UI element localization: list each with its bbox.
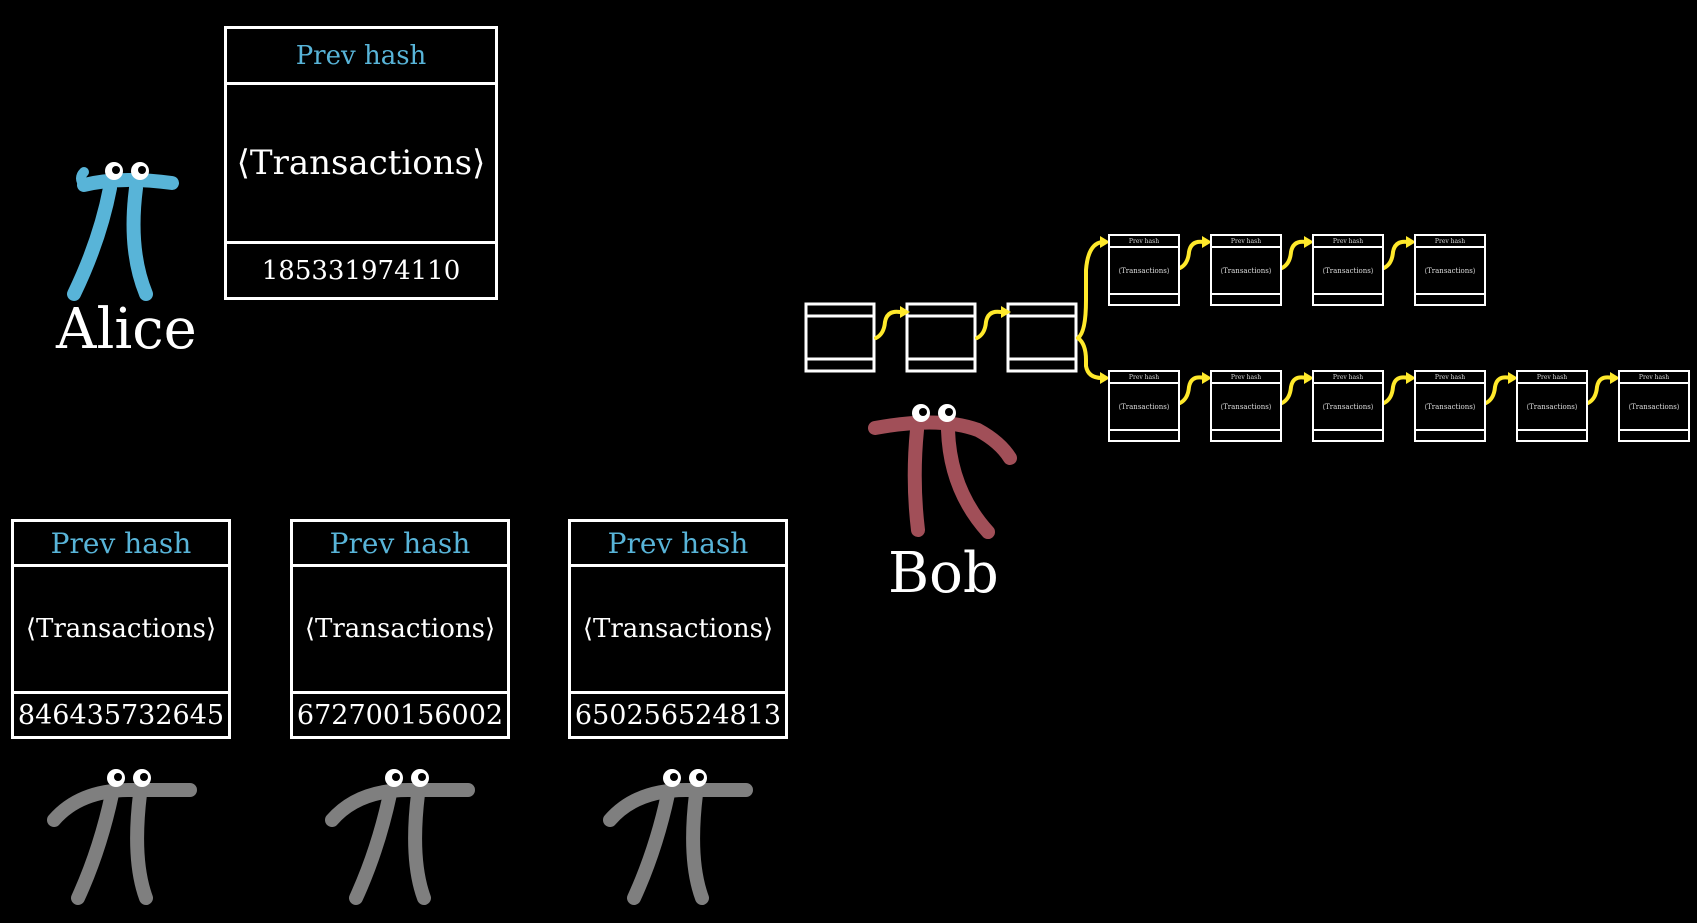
bottom-chain-block-3-prev: Prev hash bbox=[1314, 372, 1382, 384]
other-block-1-transactions: ⟨Transactions⟩ bbox=[25, 614, 217, 644]
top-chain-block-3-tx: ⟨Transactions⟩ bbox=[1322, 266, 1374, 275]
bottom-chain-block-2-hash bbox=[1212, 429, 1280, 440]
top-chain-block-1: Prev hash ⟨Transactions⟩ bbox=[1108, 234, 1180, 306]
top-chain-block-3-prev: Prev hash bbox=[1314, 236, 1382, 248]
top-chain-block-3-hash bbox=[1314, 293, 1382, 304]
top-chain-block-2-tx: ⟨Transactions⟩ bbox=[1220, 266, 1272, 275]
alice-block-transactions: ⟨Transactions⟩ bbox=[236, 143, 486, 183]
top-chain-block-1-hash bbox=[1110, 293, 1178, 304]
alice-label: Alice bbox=[56, 297, 197, 362]
bottom-chain-block-6-hash bbox=[1620, 429, 1688, 440]
top-chain-block-4-prev: Prev hash bbox=[1416, 236, 1484, 248]
other-pi-3-eyes-icon bbox=[663, 769, 707, 787]
other-block-3-transactions: ⟨Transactions⟩ bbox=[582, 614, 774, 644]
bob-pi-icon bbox=[868, 415, 1017, 539]
bottom-chain-block-3-tx: ⟨Transactions⟩ bbox=[1322, 402, 1374, 411]
other-pi-2-eyes-icon bbox=[385, 769, 429, 787]
top-chain-block-4-hash bbox=[1416, 293, 1484, 304]
other-block-2: Prev hash ⟨Transactions⟩ 672700156002 bbox=[290, 519, 510, 739]
other-block-1-prev-hash: Prev hash bbox=[14, 522, 228, 567]
bottom-chain-block-6-tx: ⟨Transactions⟩ bbox=[1628, 402, 1680, 411]
alice-eyes-icon bbox=[105, 162, 149, 180]
top-chain-block-4: Prev hash ⟨Transactions⟩ bbox=[1414, 234, 1486, 306]
other-block-2-hash: 672700156002 bbox=[293, 691, 507, 736]
top-chain-block-2-hash bbox=[1212, 293, 1280, 304]
bottom-chain-block-2-tx: ⟨Transactions⟩ bbox=[1220, 402, 1272, 411]
bottom-chain-block-6-prev: Prev hash bbox=[1620, 372, 1688, 384]
bottom-chain-block-1-hash bbox=[1110, 429, 1178, 440]
other-pi-3-icon bbox=[603, 783, 753, 905]
chain-root-blocks bbox=[804, 302, 1078, 373]
bottom-chain-block-3: Prev hash ⟨Transactions⟩ bbox=[1312, 370, 1384, 442]
bottom-chain-block-4-prev: Prev hash bbox=[1416, 372, 1484, 384]
other-pi-2-icon bbox=[325, 783, 475, 905]
bottom-chain-block-1-prev: Prev hash bbox=[1110, 372, 1178, 384]
bottom-chain-block-4: Prev hash ⟨Transactions⟩ bbox=[1414, 370, 1486, 442]
bottom-chain-block-3-hash bbox=[1314, 429, 1382, 440]
alice-block-hash: 185331974110 bbox=[227, 241, 495, 297]
alice-block: Prev hash ⟨Transactions⟩ 185331974110 bbox=[224, 26, 498, 300]
other-block-2-prev-hash: Prev hash bbox=[293, 522, 507, 567]
bottom-chain-block-2-prev: Prev hash bbox=[1212, 372, 1280, 384]
other-block-3: Prev hash ⟨Transactions⟩ 650256524813 bbox=[568, 519, 788, 739]
bottom-chain-block-1: Prev hash ⟨Transactions⟩ bbox=[1108, 370, 1180, 442]
other-block-3-hash: 650256524813 bbox=[571, 691, 785, 736]
bottom-chain-block-1-tx: ⟨Transactions⟩ bbox=[1118, 402, 1170, 411]
top-chain-block-1-prev: Prev hash bbox=[1110, 236, 1178, 248]
other-block-1: Prev hash ⟨Transactions⟩ 846435732645 bbox=[11, 519, 231, 739]
bottom-chain-block-5-hash bbox=[1518, 429, 1586, 440]
bottom-chain-block-6: Prev hash ⟨Transactions⟩ bbox=[1618, 370, 1690, 442]
other-block-3-prev-hash: Prev hash bbox=[571, 522, 785, 567]
chain-arrowheads bbox=[900, 236, 1620, 384]
other-pi-1-eyes-icon bbox=[107, 769, 151, 787]
bottom-chain-block-2: Prev hash ⟨Transactions⟩ bbox=[1210, 370, 1282, 442]
bottom-chain-block-5: Prev hash ⟨Transactions⟩ bbox=[1516, 370, 1588, 442]
alice-block-prev-hash: Prev hash bbox=[227, 29, 495, 85]
top-chain-block-4-tx: ⟨Transactions⟩ bbox=[1424, 266, 1476, 275]
bob-label: Bob bbox=[888, 541, 999, 606]
top-chain-block-1-tx: ⟨Transactions⟩ bbox=[1118, 266, 1170, 275]
top-chain-block-2: Prev hash ⟨Transactions⟩ bbox=[1210, 234, 1282, 306]
bottom-chain-block-5-tx: ⟨Transactions⟩ bbox=[1526, 402, 1578, 411]
top-chain-block-2-prev: Prev hash bbox=[1212, 236, 1280, 248]
other-block-2-transactions: ⟨Transactions⟩ bbox=[304, 614, 496, 644]
bob-eyes-icon bbox=[912, 404, 956, 422]
alice-pi-icon bbox=[67, 167, 179, 301]
bottom-chain-block-4-tx: ⟨Transactions⟩ bbox=[1424, 402, 1476, 411]
chain-arrows bbox=[874, 239, 1614, 405]
bottom-chain-block-5-prev: Prev hash bbox=[1518, 372, 1586, 384]
other-block-1-hash: 846435732645 bbox=[14, 691, 228, 736]
bottom-chain-block-4-hash bbox=[1416, 429, 1484, 440]
top-chain-block-3: Prev hash ⟨Transactions⟩ bbox=[1312, 234, 1384, 306]
other-pi-1-icon bbox=[47, 783, 197, 905]
